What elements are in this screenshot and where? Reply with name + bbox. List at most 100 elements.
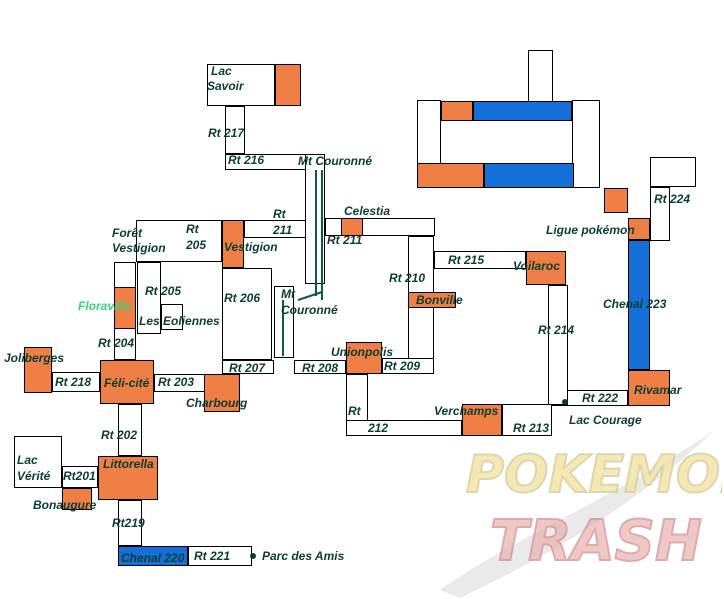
label-lac-verite-2: Vérité: [17, 469, 51, 483]
route-217: [225, 106, 245, 154]
label-rivamar: Rivamar: [634, 383, 682, 397]
label-foret-2: Vestigion: [112, 241, 166, 255]
bonaugure-town: [62, 488, 92, 510]
label-rt205b: Rt 205: [145, 284, 182, 298]
label-rt204: Rt 204: [98, 336, 135, 350]
label-rt216: Rt 216: [228, 153, 265, 167]
label-rt219: Rt219: [112, 516, 145, 530]
label-foret-1: Forêt: [112, 226, 142, 240]
route-211-west: [244, 220, 306, 238]
route-224: [650, 157, 696, 187]
route-207: [222, 360, 274, 374]
label-rt213: Rt 213: [513, 421, 550, 435]
label-rt218: Rt 218: [55, 375, 92, 389]
victory-road-water-1: [473, 101, 572, 121]
label-rt217: Rt 217: [208, 126, 245, 140]
label-rt206: Rt 206: [224, 291, 261, 305]
route-224-stem: [650, 187, 670, 241]
route-214: [548, 285, 568, 405]
vestigion-town: [222, 220, 244, 268]
route-213: [502, 404, 552, 436]
rivamar-town: [628, 370, 670, 406]
label-rt211a-2: 211: [273, 223, 293, 237]
label-rt214: Rt 214: [538, 323, 575, 337]
label-ligue: Ligue pokémon: [546, 223, 635, 237]
victory-road-right: [572, 100, 600, 188]
label-rt209: Rt 209: [384, 359, 421, 373]
label-unionpolis: Unionpolis: [331, 345, 393, 359]
label-rt203: Rt 203: [158, 375, 195, 389]
label-rt224: Rt 224: [654, 192, 691, 206]
label-rt201: Rt201: [63, 469, 96, 483]
route-201: [62, 466, 98, 488]
les-eoliennes: [161, 304, 183, 330]
label-lac-verite-1: Lac: [17, 453, 38, 467]
label-verchamps: Verchamps: [434, 404, 499, 418]
victory-road-town-1: [441, 101, 473, 121]
label-rt205a-2: 205: [186, 238, 207, 252]
label-littorella: Littorella: [103, 457, 154, 471]
route-219: [118, 500, 142, 546]
label-parc: Parc des Amis: [262, 549, 345, 563]
victory-road-water-2: [484, 163, 574, 188]
celestia-town: [341, 218, 363, 236]
label-celestia: Celestia: [344, 204, 391, 218]
unionpolis-town: [346, 342, 382, 374]
label-rt215: Rt 215: [448, 253, 485, 267]
felicite-town: [100, 360, 154, 404]
label-rt212-2: 212: [368, 421, 389, 435]
label-rt211b: Rt 211: [327, 233, 363, 247]
logo-swoosh: [440, 430, 715, 598]
label-rt221: Rt 221: [194, 549, 231, 563]
label-lac-savoir-1: Lac: [211, 64, 232, 78]
route-208: [294, 360, 346, 374]
route-212: [346, 420, 462, 436]
label-charbourg: Charbourg: [186, 396, 248, 410]
littorella-town: [98, 456, 158, 500]
logo-line1: POKEMON: [466, 445, 722, 505]
label-rt202: Rt 202: [101, 428, 138, 442]
mt-couronne-line-3: [297, 291, 323, 301]
label-floraville: Floraville: [78, 299, 131, 313]
label-mt-couronne-top: Mt Couronné: [298, 154, 372, 168]
route-205-north: [136, 220, 222, 262]
voilaroc-town: [526, 251, 566, 285]
lac-verite-area: [14, 436, 62, 488]
label-vestigion: Vestigion: [224, 240, 278, 254]
victory-road-town-3: [604, 188, 628, 213]
label-bonaugure: Bonaugure: [33, 498, 97, 512]
bonville-town: [408, 292, 456, 308]
chenal-223: [628, 240, 650, 370]
lac-savoir-area: [207, 64, 275, 106]
label-rt208: Rt 208: [302, 361, 339, 375]
label-chenal220: Chenal 220: [121, 551, 185, 565]
label-rt211a-1: Rt: [273, 207, 286, 221]
label-les-eoliennes: Les Eoliennes: [139, 314, 220, 328]
floraville-town: [114, 287, 136, 329]
ligue-pokemon: [628, 218, 650, 240]
route-205-south: [137, 262, 161, 334]
logo-line2: TRASH: [490, 509, 702, 574]
label-mt-couronne-mid-2: Couronné: [281, 303, 338, 317]
route-209: [382, 358, 434, 374]
label-rt212-1: Rt: [348, 404, 361, 418]
label-joliberges: Joliberges: [4, 351, 65, 365]
label-rt222: Rt 222: [582, 391, 619, 405]
victory-road-town-2: [417, 163, 484, 188]
verchamps-town: [462, 404, 502, 436]
route-206: [222, 268, 272, 360]
label-rt210: Rt 210: [389, 271, 426, 285]
route-202: [118, 404, 142, 456]
lac-courage-marker: [562, 399, 568, 405]
pokemon-trash-logo: POKEMON TRASH: [440, 430, 722, 598]
parc-des-amis-marker: [250, 553, 256, 559]
charbourg-town: [204, 374, 240, 412]
label-lac-courage: Lac Courage: [569, 413, 642, 427]
label-lac-savoir-2: Savoir: [207, 79, 244, 93]
label-mt-couronne-mid-1: Mt: [281, 287, 295, 301]
chenal-220: [118, 546, 188, 566]
lac-savoir-town: [275, 64, 301, 106]
route-218: [52, 372, 100, 392]
